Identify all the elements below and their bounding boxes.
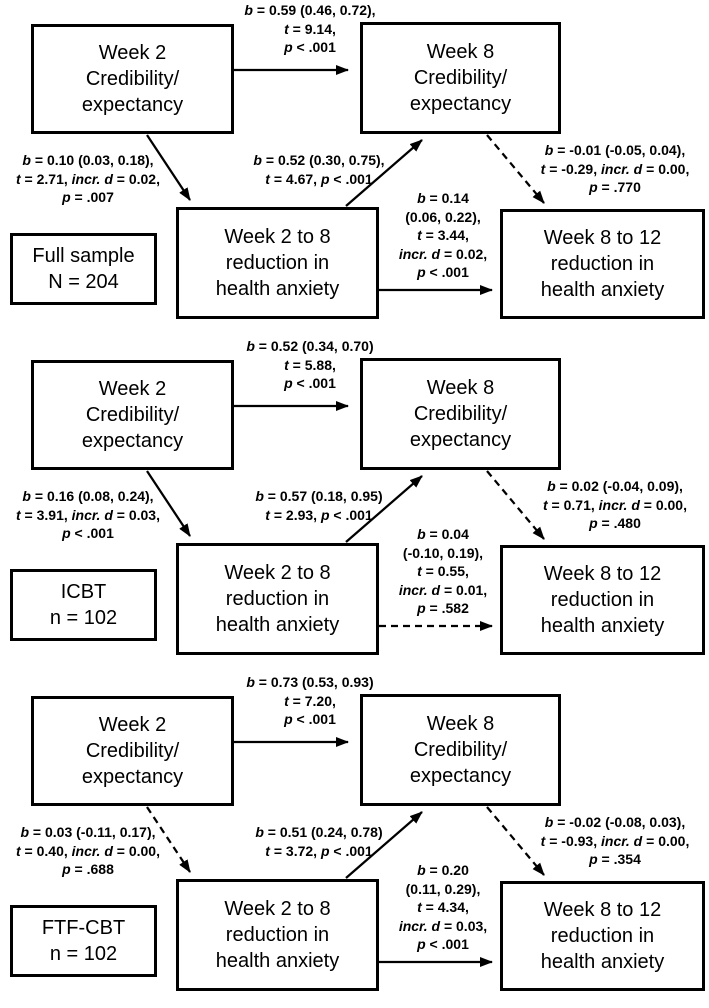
arrow-week2to8-to-week8ce [345, 139, 423, 207]
path-stats-week2to8-to-week8ce: b = 0.51 (0.24, 0.78)t = 3.72, p < .001 [255, 824, 383, 859]
path-stats-week2ce-to-week8ce: b = 0.52 (0.34, 0.70)t = 5.88,p < .001 [246, 338, 374, 391]
arrow-week8ce-to-week8to12 [486, 134, 545, 204]
path-stats-week2ce-to-week2to8: b = 0.16 (0.08, 0.24),t = 3.91, incr. d … [16, 488, 160, 541]
path-stats-week2to8-to-week8to12: b = 0.04(-0.10, 0.19),t = 0.55,incr. d =… [398, 526, 488, 616]
path-stats-week2ce-to-week2to8: b = 0.03 (-0.11, 0.17),t = 0.40, incr. d… [16, 824, 160, 877]
path-stats-week2to8-to-week8ce: b = 0.52 (0.30, 0.75),t = 4.67, p < .001 [253, 152, 385, 187]
arrow-week2ce-to-week2to8 [146, 470, 191, 537]
path-stats-week2ce-to-week8ce: b = 0.73 (0.53, 0.93)t = 7.20,p < .001 [246, 674, 374, 727]
arrow-week8ce-to-week8to12 [486, 806, 545, 876]
path-stats-week2to8-to-week8ce: b = 0.57 (0.18, 0.95)t = 2.93, p < .001 [255, 488, 383, 523]
path-arrows-layer [146, 65, 545, 295]
arrow-week2to8-to-week8ce [345, 475, 423, 543]
arrow-week8ce-to-week8to12 [486, 470, 545, 540]
path-stats-week8ce-to-week8to12: b = 0.02 (-0.04, 0.09),t = 0.71, incr. d… [543, 478, 687, 531]
arrow-week2ce-to-week2to8 [146, 134, 191, 201]
path-stats-week2to8-to-week8to12: b = 0.14(0.06, 0.22),t = 3.44,incr. d = … [398, 190, 488, 280]
arrow-week2ce-to-week2to8 [146, 806, 191, 873]
path-arrows-layer [146, 737, 545, 967]
path-stats-week2ce-to-week2to8: b = 0.10 (0.03, 0.18),t = 2.71, incr. d … [16, 152, 160, 205]
path-stats-week2ce-to-week8ce: b = 0.59 (0.46, 0.72),t = 9.14,p < .001 [244, 2, 376, 55]
arrow-week2to8-to-week8ce [345, 811, 423, 879]
path-arrows-layer [146, 401, 545, 631]
path-stats-week8ce-to-week8to12: b = -0.02 (-0.08, 0.03),t = -0.93, incr.… [540, 814, 690, 867]
path-stats-week2to8-to-week8to12: b = 0.20(0.11, 0.29),t = 4.34,incr. d = … [398, 862, 488, 952]
path-stats-week8ce-to-week8to12: b = -0.01 (-0.05, 0.04),t = -0.29, incr.… [540, 142, 690, 195]
